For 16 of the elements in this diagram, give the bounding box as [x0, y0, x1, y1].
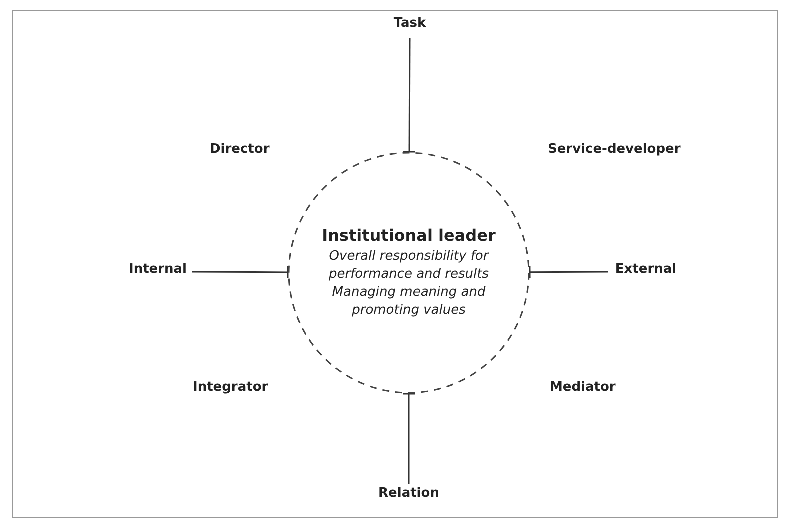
dashed-circle [288, 152, 530, 394]
connector-line [402, 38, 416, 153]
node-description: Overall responsibility for performance and results [328, 248, 490, 284]
node-heading: Institutional leader [322, 226, 496, 245]
quadrant-label: Mediator [550, 380, 616, 395]
connector-line [402, 393, 416, 484]
node-description: Managing meaning and promoting values [331, 284, 487, 320]
quadrant-label: Director [210, 142, 270, 157]
connector-line [529, 266, 608, 280]
axis-label: External [612, 262, 680, 282]
quadrant-label: Integrator [193, 380, 268, 395]
axis-label: Relation [374, 486, 444, 506]
axis-label: Internal [128, 262, 188, 282]
axis-label: Task [380, 16, 440, 36]
quadrant-label: Service-developer [548, 142, 681, 157]
connector-line [192, 266, 289, 280]
